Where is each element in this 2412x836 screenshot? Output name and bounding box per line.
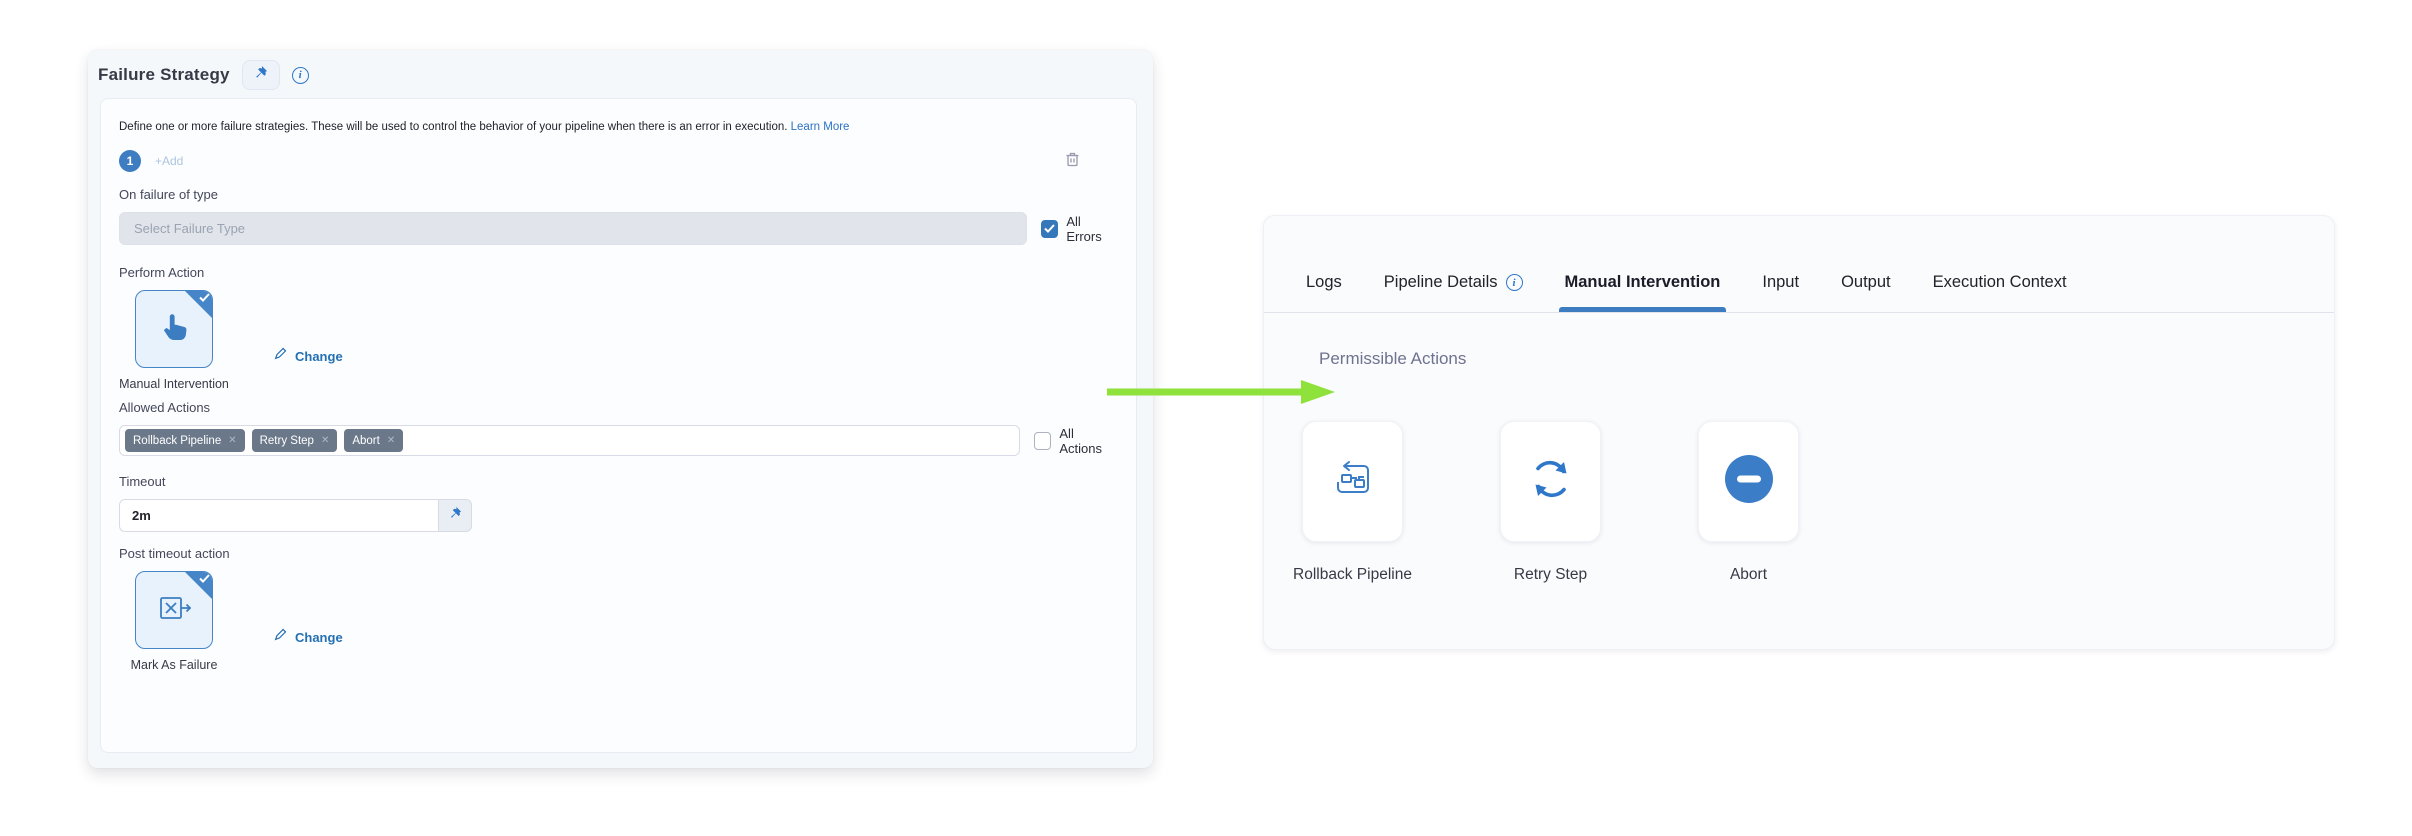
- arrow-icon: [1107, 380, 1335, 404]
- timeout-row: [119, 499, 1118, 532]
- all-actions-checkbox-group[interactable]: All Actions: [1033, 425, 1118, 456]
- action-label: Rollback Pipeline: [1293, 566, 1412, 583]
- perform-action-label: Perform Action: [119, 265, 205, 280]
- tab-label: Logs: [1306, 273, 1342, 291]
- all-actions-checkbox[interactable]: [1033, 431, 1052, 450]
- delete-strategy-button[interactable]: [1065, 151, 1080, 172]
- all-errors-label: All Errors: [1066, 213, 1102, 244]
- remove-chip-icon[interactable]: ✕: [228, 435, 237, 446]
- action-label: Retry Step: [1513, 566, 1588, 583]
- change-label: Change: [295, 629, 343, 645]
- tab-input[interactable]: Input: [1762, 273, 1799, 312]
- allowed-actions-input[interactable]: Rollback Pipeline ✕ Retry Step ✕ Abort ✕: [119, 425, 1020, 456]
- chip-retry-step: Retry Step ✕: [251, 429, 338, 452]
- all-errors-checkbox-group[interactable]: All Errors: [1040, 213, 1118, 244]
- timeout-label: Timeout: [119, 474, 166, 489]
- selected-action-column: Mark As Failure: [119, 571, 229, 673]
- timeout-input[interactable]: [119, 499, 439, 532]
- retry-icon: [1528, 456, 1574, 507]
- chip-label: Retry Step: [259, 434, 314, 447]
- mark-as-failure-card[interactable]: [135, 571, 213, 649]
- timeout-pin-button[interactable]: [439, 499, 472, 532]
- pin-icon: [253, 65, 268, 85]
- chip-abort: Abort ✕: [344, 429, 404, 452]
- failure-type-select[interactable]: [119, 212, 1027, 245]
- rollback-pipeline-button[interactable]: [1302, 421, 1403, 542]
- selected-check-icon: [199, 293, 210, 302]
- tab-label: Input: [1762, 273, 1800, 291]
- selected-action-name: Manual Intervention: [119, 377, 229, 391]
- tab-output[interactable]: Output: [1841, 273, 1891, 312]
- tab-label: Pipeline Details: [1383, 273, 1498, 291]
- change-action-link[interactable]: Change: [273, 320, 343, 392]
- action-retry-step: Retry Step: [1500, 421, 1601, 587]
- failure-strategy-header: Failure Strategy i: [98, 60, 309, 90]
- action-rollback-pipeline: Rollback Pipeline: [1293, 421, 1412, 587]
- tab-execution-context[interactable]: Execution Context: [1933, 273, 2067, 312]
- tab-label: Execution Context: [1932, 273, 2067, 291]
- perform-action-widget: Manual Intervention Change: [119, 290, 1118, 392]
- tab-manual-intervention[interactable]: Manual Intervention: [1558, 273, 1727, 312]
- selected-check-icon: [199, 574, 210, 583]
- manual-intervention-card[interactable]: [135, 290, 213, 368]
- tab-logs[interactable]: Logs: [1306, 273, 1342, 312]
- strategy-tabs-row: 1 +Add: [119, 149, 1118, 173]
- panel-title: Failure Strategy: [98, 65, 230, 84]
- hand-pointer-icon: [156, 309, 192, 350]
- rollback-pipeline-icon: [1331, 458, 1375, 505]
- failure-strategy-form: Define one or more failure strategies. T…: [100, 98, 1137, 753]
- failure-type-row: All Errors: [119, 212, 1118, 245]
- tab-label: Output: [1841, 273, 1891, 291]
- description-text: Define one or more failure strategies. T…: [119, 121, 788, 133]
- checkmark-icon: [1044, 224, 1055, 233]
- change-post-timeout-link[interactable]: Change: [273, 601, 343, 673]
- failure-strategy-panel: Failure Strategy i Define one or more fa…: [88, 50, 1153, 768]
- details-tab-bar: Logs Pipeline Details i Manual Intervent…: [1264, 216, 2334, 313]
- trash-icon: [1065, 151, 1080, 172]
- pin-icon: [448, 506, 462, 525]
- retry-step-button[interactable]: [1500, 421, 1601, 542]
- chip-label: Rollback Pipeline: [133, 434, 222, 447]
- pin-button[interactable]: [241, 60, 280, 90]
- chip-rollback-pipeline: Rollback Pipeline ✕: [125, 429, 245, 452]
- change-label: Change: [295, 348, 343, 364]
- pencil-icon: [273, 346, 288, 366]
- pencil-icon: [273, 627, 288, 647]
- remove-chip-icon[interactable]: ✕: [320, 435, 330, 446]
- manual-intervention-content: Permissible Actions Rollback Pipeline: [1264, 313, 2334, 587]
- allowed-actions-row: Rollback Pipeline ✕ Retry Step ✕ Abort ✕…: [119, 425, 1118, 456]
- mark-as-failure-icon: [154, 594, 194, 627]
- action-abort: Abort: [1698, 421, 1799, 587]
- on-failure-of-type-label: On failure of type: [119, 187, 218, 202]
- learn-more-link[interactable]: Learn More: [790, 121, 850, 133]
- strategy-1-badge[interactable]: 1: [119, 150, 141, 172]
- tab-pipeline-details[interactable]: Pipeline Details i: [1384, 273, 1523, 312]
- connector-arrow: [1105, 377, 1340, 412]
- remove-chip-icon[interactable]: ✕: [386, 435, 396, 446]
- tab-label: Manual Intervention: [1564, 273, 1721, 291]
- all-errors-checkbox[interactable]: [1040, 219, 1059, 238]
- abort-icon: [1724, 454, 1774, 509]
- chip-label: Abort: [352, 434, 380, 447]
- all-actions-label: All Actions: [1059, 425, 1103, 456]
- allowed-actions-label: Allowed Actions: [119, 400, 211, 415]
- panel-description: Define one or more failure strategies. T…: [119, 121, 1118, 133]
- add-strategy-button[interactable]: +Add: [155, 154, 184, 168]
- permissible-actions-title: Permissible Actions: [1319, 349, 1467, 368]
- info-icon: i: [1505, 274, 1523, 291]
- post-timeout-action-widget: Mark As Failure Change: [119, 571, 1118, 673]
- abort-button[interactable]: [1698, 421, 1799, 542]
- execution-details-panel: Logs Pipeline Details i Manual Intervent…: [1263, 215, 2335, 650]
- permissible-actions-row: Rollback Pipeline Retry Step: [1293, 421, 2334, 587]
- action-label: Abort: [1729, 566, 1768, 583]
- info-icon[interactable]: i: [291, 66, 309, 84]
- selected-action-name: Mark As Failure: [130, 658, 218, 672]
- post-timeout-action-label: Post timeout action: [119, 546, 230, 561]
- selected-action-column: Manual Intervention: [119, 290, 229, 392]
